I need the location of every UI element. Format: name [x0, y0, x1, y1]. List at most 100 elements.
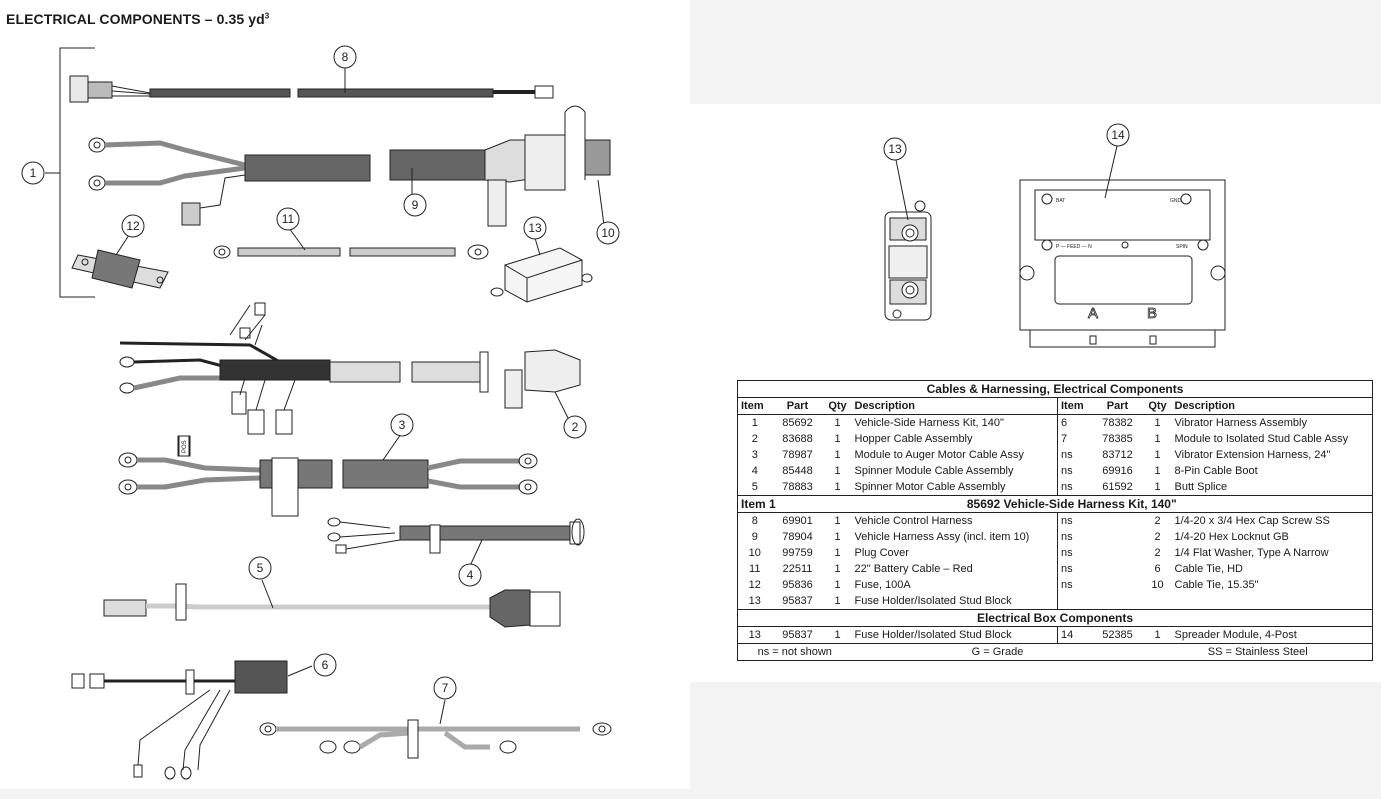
table-title: Cables & Harnessing, Electrical Componen…: [737, 380, 1373, 398]
cell-part: 22511: [782, 562, 813, 575]
cell-part-2: 83712: [1102, 448, 1133, 461]
cell-item-2: ns: [1057, 512, 1092, 529]
cell-qty-2: 6: [1154, 562, 1161, 575]
cell-part-2: [1092, 577, 1144, 593]
cell-description: 22" Battery Cable – Red: [854, 562, 973, 575]
page-title: ELECTRICAL COMPONENTS – 0.35 yd3: [6, 11, 270, 27]
cell-item: 12: [748, 578, 761, 591]
callout-3: 3: [399, 418, 406, 432]
fuse-holder-block: [490, 237, 593, 303]
cell-qty-2: 2: [1154, 530, 1161, 543]
cell-item-2: ns: [1057, 529, 1092, 545]
cell-description: Vehicle Control Harness: [854, 514, 973, 527]
cell-qty: 1: [834, 530, 841, 543]
note-ns: ns = not shown: [737, 643, 852, 661]
cell-part: 83688: [782, 432, 813, 445]
cell-item: 13: [748, 628, 761, 641]
cell-qty: 1: [834, 480, 841, 493]
callout-7: 7: [442, 681, 449, 695]
header-part-2: Part: [1091, 397, 1144, 415]
cell-item: 11: [749, 562, 761, 575]
fuse-100a: [71, 234, 169, 289]
cell-part-2: [1092, 561, 1144, 577]
cell-description: Vehicle-Side Harness Kit, 140": [854, 416, 1004, 429]
cell-description-2: 1/4-20 x 3/4 Hex Cap Screw SS: [1174, 514, 1330, 527]
cell-part-2: 52385: [1102, 628, 1133, 641]
cell-part: 85692: [782, 416, 813, 429]
header-part: Part: [771, 397, 824, 415]
cell-description: Hopper Cable Assembly: [854, 432, 973, 445]
cell-description: Module to Auger Motor Cable Assy: [854, 448, 1024, 461]
cell-item: 4: [751, 464, 758, 477]
cell-item-2: ns: [1057, 561, 1092, 577]
cell-description-2: Vibrator Extension Harness, 24": [1174, 448, 1331, 461]
module-port-a: A: [1088, 305, 1098, 322]
cell-part-2: [1092, 593, 1144, 610]
module-spin-label: SPIN: [1176, 244, 1188, 250]
cell-qty-2: 2: [1154, 546, 1161, 559]
cell-qty-2: 1: [1154, 464, 1161, 477]
cell-part-2: 78382: [1102, 416, 1133, 429]
cell-description: Fuse, 100A: [854, 578, 911, 591]
note-ss: SS = Stainless Steel: [1143, 643, 1373, 661]
cell-item: 8: [751, 514, 758, 527]
cell-description: Spinner Module Cable Assembly: [854, 464, 1014, 477]
cell-qty-2: 1: [1154, 432, 1161, 445]
electrical-box-diagram: BAT GND P — FEED — N SPIN A B 13 14: [883, 123, 1226, 348]
vehicle-control-harness: [69, 66, 554, 103]
cell-item-2: 7: [1057, 431, 1092, 447]
cell-qty: 1: [834, 448, 841, 461]
header-description: Description: [851, 397, 1058, 415]
cell-description-2: Module to Isolated Stud Cable Assy: [1174, 432, 1349, 445]
cell-qty-2: [1144, 593, 1172, 610]
vehicle-harness-assy: [88, 105, 611, 227]
spinner-motor-cable: [103, 579, 561, 628]
box-header-row: Electrical Box Components: [737, 609, 1373, 627]
cell-qty: 1: [834, 416, 841, 429]
spinner-module-cable: [327, 517, 585, 567]
cell-part: 95837: [782, 594, 813, 607]
callout-10: 10: [601, 226, 615, 240]
cell-item: 5: [751, 480, 758, 493]
table-row: 1 85692 1 Vehicle-Side Harness Kit, 140" 6 78…: [738, 414, 1373, 431]
item1-header-row: Item 1 85692 Vehicle-Side Harness Kit, 1…: [737, 495, 1373, 513]
cell-item-2: 14: [1057, 626, 1092, 644]
cell-item-2: ns: [1057, 577, 1092, 593]
cell-description-2: 1/4-20 Hex Locknut GB: [1174, 530, 1289, 543]
cell-qty: 1: [834, 432, 841, 445]
cell-part: 69901: [782, 514, 813, 527]
cell-description-2: Butt Splice: [1174, 480, 1228, 493]
cell-part-2: 61592: [1102, 480, 1133, 493]
cell-item: 13: [748, 594, 761, 607]
cell-description: Vehicle Harness Assy (incl. item 10): [854, 530, 1030, 543]
cell-description: Spinner Motor Cable Assembly: [854, 480, 1006, 493]
cell-item: 1: [751, 416, 758, 429]
note-grade: G = Grade: [851, 643, 1144, 661]
cell-part-2: [1092, 529, 1144, 545]
auger-motor-cable: [118, 433, 538, 517]
spreader-module-4-post: [1019, 145, 1226, 348]
cell-item-2: ns: [1057, 479, 1092, 496]
header-qty: Qty: [823, 397, 852, 415]
cell-description: Plug Cover: [854, 546, 909, 559]
cell-description: Fuse Holder/Isolated Stud Block: [854, 594, 1012, 607]
hopper-cable-assembly: [119, 302, 581, 435]
header-item-2: Item: [1057, 397, 1092, 415]
cell-item-2: ns: [1057, 447, 1092, 463]
battery-cable-red: [213, 227, 489, 260]
cell-description-2: Spreader Module, 4-Post: [1174, 628, 1297, 641]
item1-title: 85692 Vehicle-Side Harness Kit, 140": [771, 495, 1373, 513]
cell-item-2: 6: [1057, 414, 1092, 431]
callout-2: 2: [572, 420, 579, 434]
module-feed-label: P — FEED — N: [1056, 244, 1092, 250]
cell-description-2: Cable Tie, HD: [1174, 562, 1243, 575]
